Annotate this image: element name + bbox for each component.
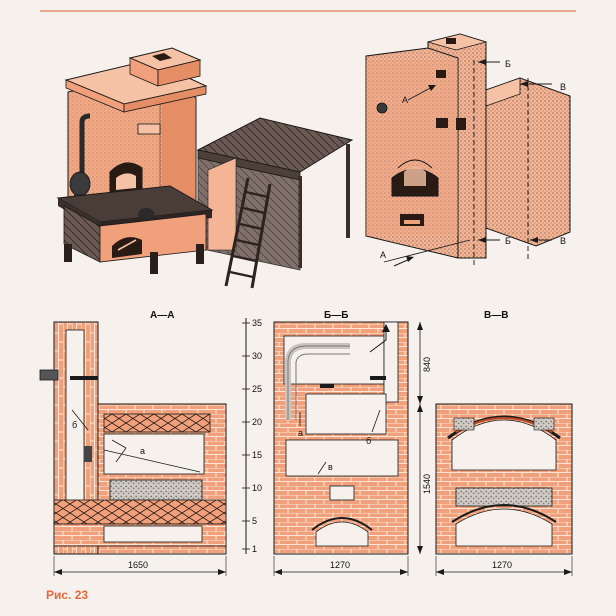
section-bb-drawing xyxy=(273,321,409,555)
section-vv-drawing xyxy=(435,403,573,555)
dimension-height-lower: 1540 xyxy=(422,474,432,494)
section-aa-drawing xyxy=(39,321,227,555)
scale-tick-20: 20 xyxy=(252,417,262,427)
figure-caption: Рис. 23 xyxy=(46,588,89,602)
scale-tick-30: 30 xyxy=(252,351,262,361)
cut-label-v-top: В xyxy=(560,82,566,92)
cut-label-v-bottom: В xyxy=(560,236,566,246)
scale-tick-10: 10 xyxy=(252,483,262,493)
scale-tick-5: 5 xyxy=(252,516,257,526)
scale-tick-25: 25 xyxy=(252,384,262,394)
row-scale xyxy=(242,318,250,554)
cut-label-b-top: Б xyxy=(505,59,511,69)
callout-a-bb: а xyxy=(298,428,303,438)
callout-a-aa: а xyxy=(140,446,145,456)
scale-tick-1: 1 xyxy=(252,544,257,554)
top-rule xyxy=(40,10,576,12)
dimension-width-aa: 1650 xyxy=(128,560,148,570)
section-aa-title: А—А xyxy=(150,310,174,321)
sectional-perspective-diagram xyxy=(365,33,571,268)
section-bb-title: Б—Б xyxy=(324,310,348,321)
callout-b-bb: б xyxy=(366,436,371,446)
perspective-stove-illustration xyxy=(56,47,354,289)
callout-v-bb: в xyxy=(328,462,333,472)
pointer-label-a: А xyxy=(402,95,408,105)
dimension-width-bb: 1270 xyxy=(330,560,350,570)
dimension-width-vv: 1270 xyxy=(492,560,512,570)
cut-label-a-bottom: А xyxy=(380,250,386,260)
dimension-height-upper: 840 xyxy=(422,357,432,372)
section-vv-title: В—В xyxy=(484,310,508,321)
callout-b-aa: б xyxy=(72,420,77,430)
scale-tick-15: 15 xyxy=(252,450,262,460)
scale-tick-35: 35 xyxy=(252,318,262,328)
cut-label-b-bottom: Б xyxy=(505,236,511,246)
